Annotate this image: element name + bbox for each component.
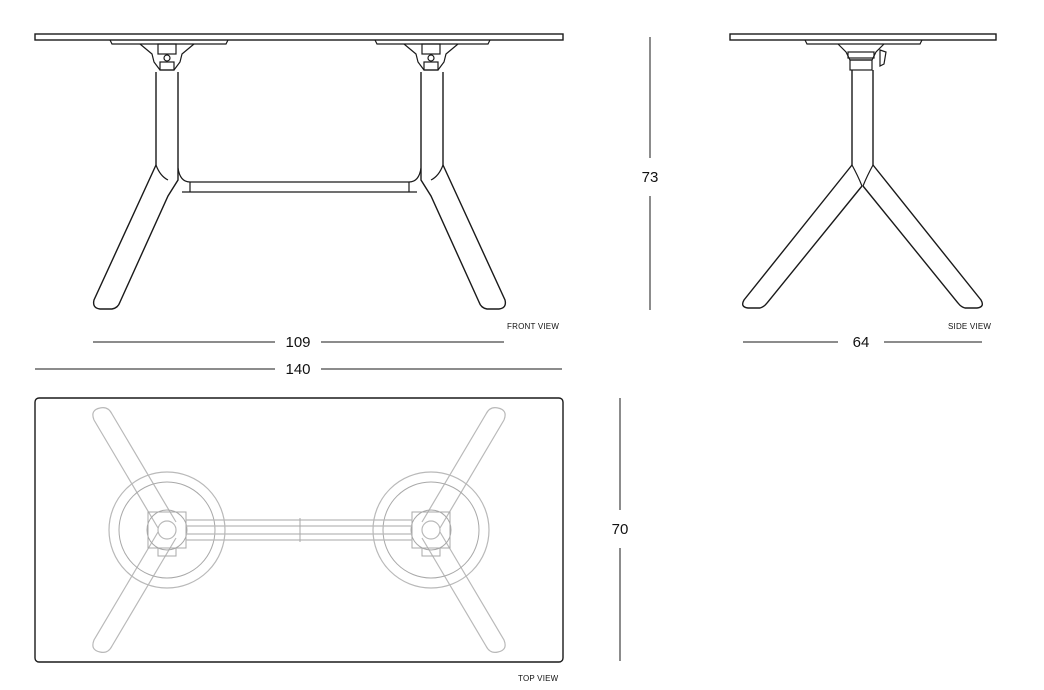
- front-hinge-right: [403, 43, 459, 71]
- top-stretcher: [186, 518, 412, 542]
- dimension-64-label: 64: [853, 334, 870, 351]
- top-base-left: [92, 407, 226, 653]
- side-column: [851, 70, 874, 165]
- dimension-109: 109: [93, 334, 504, 351]
- front-tabletop: [34, 33, 564, 41]
- top-tabletop-outline: [34, 397, 564, 663]
- front-hinge-left: [139, 43, 195, 71]
- front-column-right: [420, 72, 444, 165]
- front-leg-right: [420, 164, 507, 310]
- front-view-label: FRONT VIEW: [507, 322, 559, 331]
- side-leg-left: [741, 164, 863, 309]
- dimension-109-label: 109: [285, 334, 310, 351]
- front-stretcher: [177, 167, 422, 193]
- side-plate: [804, 39, 923, 45]
- dimension-73: 73: [642, 37, 659, 310]
- dimension-140-label: 140: [285, 361, 310, 378]
- front-column-left: [155, 72, 179, 165]
- dimension-140: 140: [35, 361, 562, 378]
- top-view: TOP VIEW: [34, 397, 564, 683]
- dimension-70-label: 70: [612, 521, 629, 538]
- side-leg-right: [862, 164, 984, 309]
- dimension-73-label: 73: [642, 169, 659, 186]
- side-tabletop: [729, 33, 997, 41]
- side-view: SIDE VIEW: [729, 33, 997, 331]
- front-view: FRONT VIEW: [34, 33, 564, 331]
- dimension-70: 70: [612, 398, 629, 661]
- top-base-right: [372, 407, 506, 653]
- side-hinge: [837, 43, 887, 71]
- side-view-label: SIDE VIEW: [948, 322, 991, 331]
- dimension-64: 64: [743, 334, 982, 351]
- top-view-label: TOP VIEW: [518, 674, 559, 683]
- front-leg-left: [92, 164, 179, 310]
